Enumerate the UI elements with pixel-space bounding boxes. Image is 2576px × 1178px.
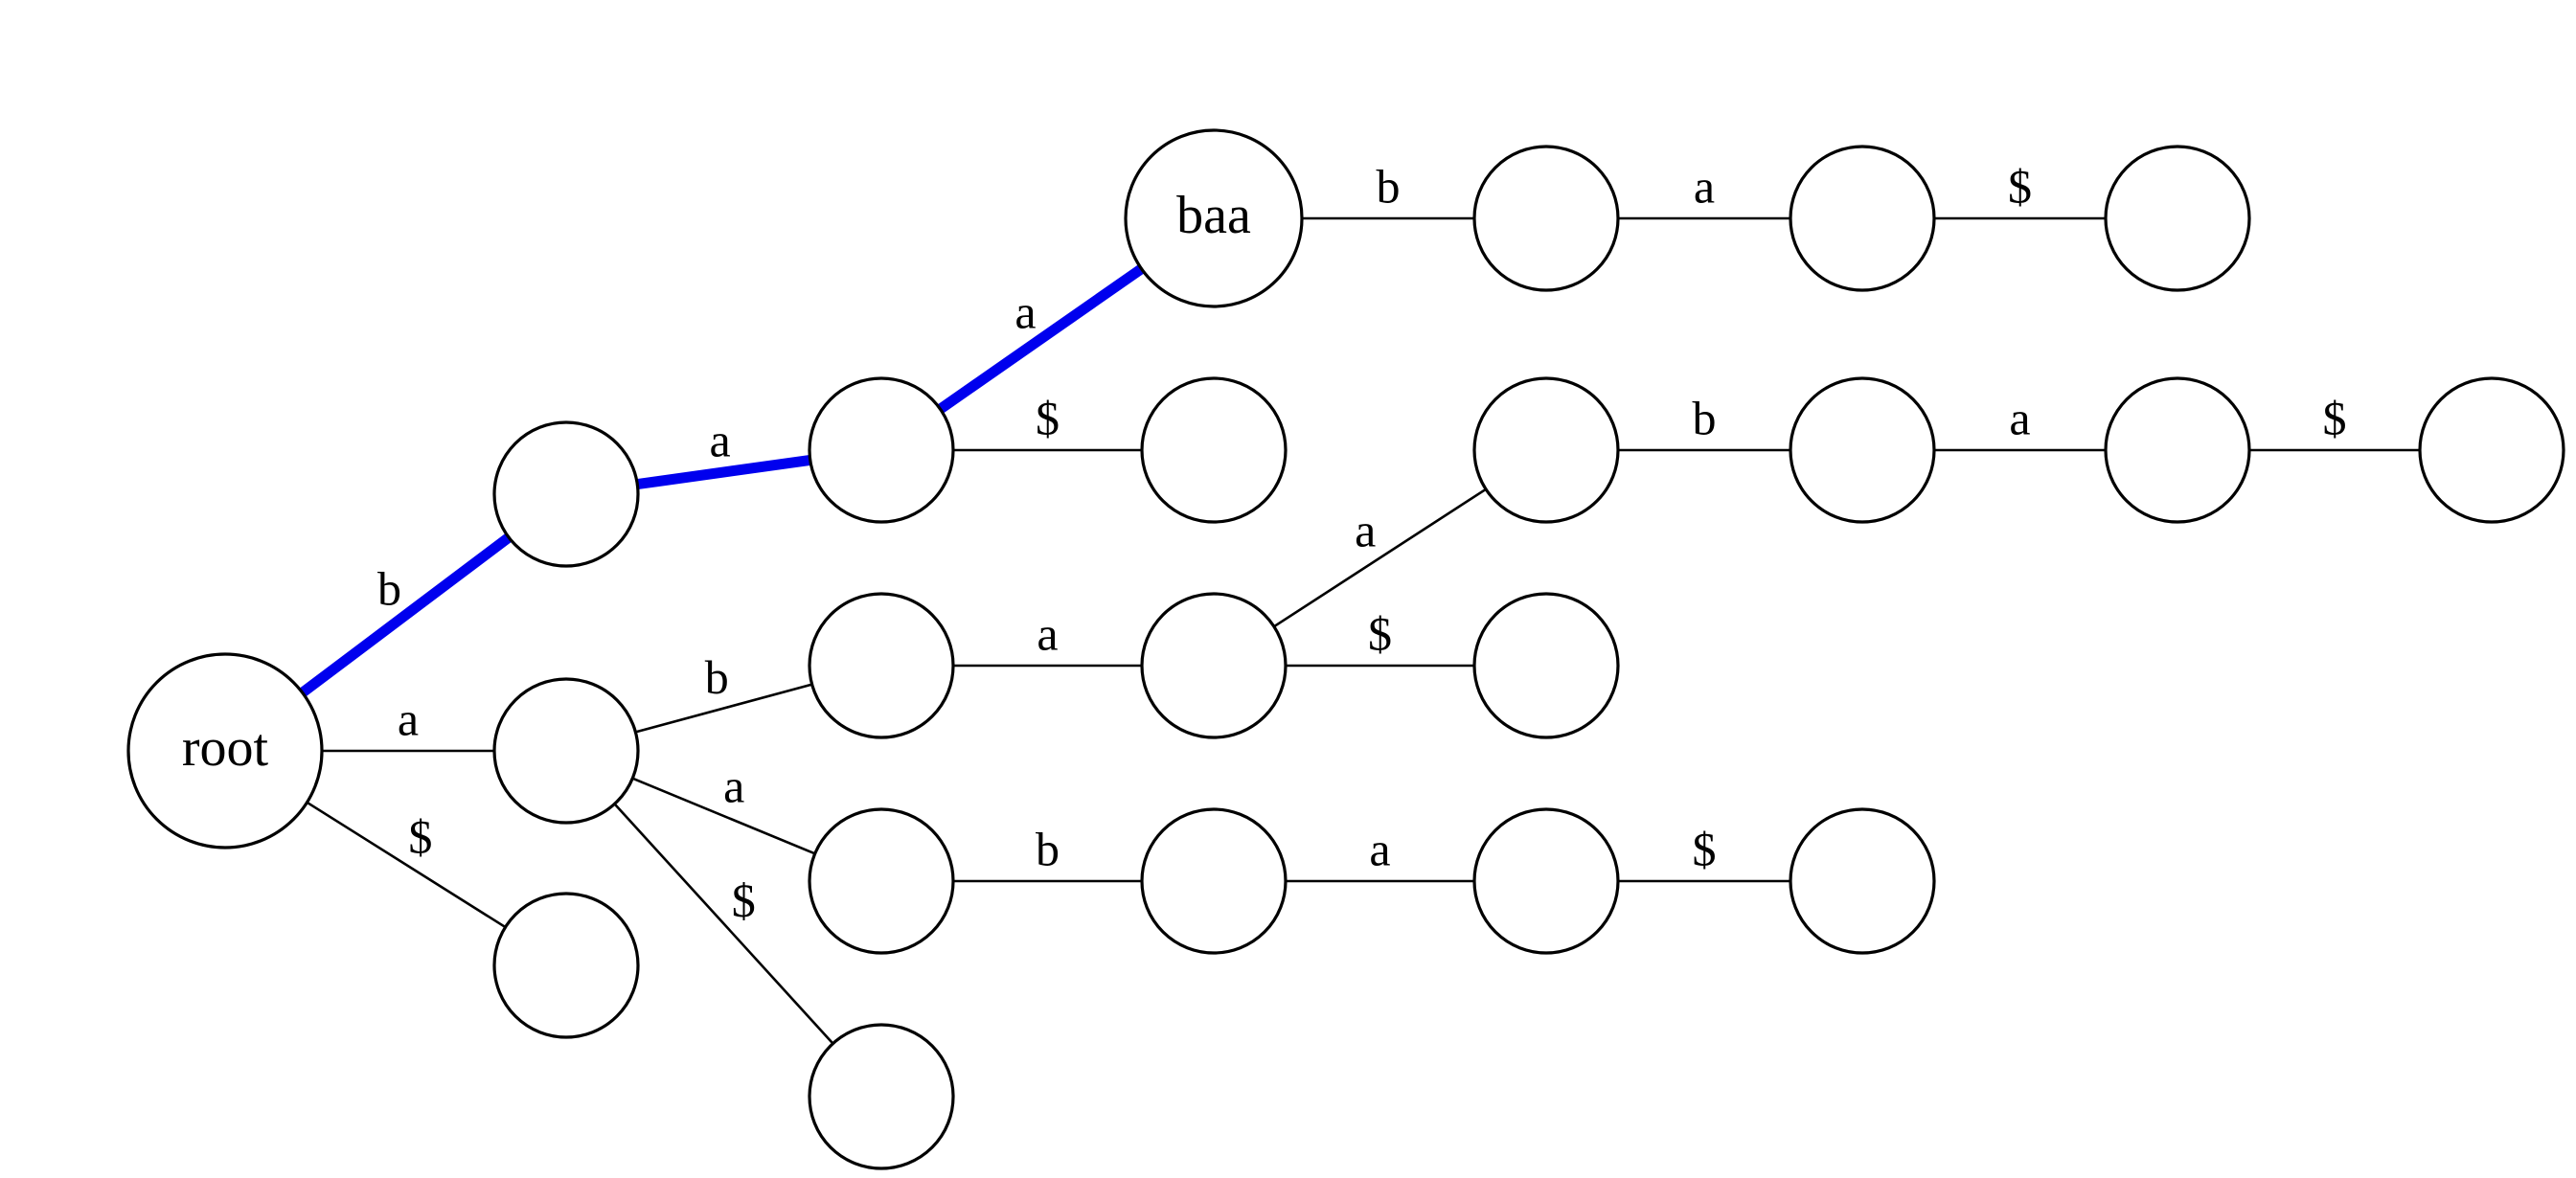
edge-label: $ <box>2008 159 2032 213</box>
edge-n-aba-to-n-abaa <box>1273 487 1487 628</box>
node-root <box>126 652 324 850</box>
edge-label: b <box>1036 822 1060 875</box>
node-n-abaa <box>1472 376 1620 524</box>
edge-label: a <box>1014 284 1036 338</box>
node-n-aabaend <box>1789 807 1936 955</box>
node-n-b <box>492 420 640 568</box>
node-label-root: root <box>182 718 269 778</box>
edge-n-b-to-n-ba <box>636 454 811 490</box>
node-baa <box>1124 128 1304 308</box>
node-n-a <box>492 677 640 825</box>
edge-layer <box>299 216 2420 1045</box>
node-n-ba <box>808 376 955 524</box>
node-n-aa <box>808 807 955 955</box>
edge-label: a <box>1355 503 1376 556</box>
node-n-baaba <box>1789 145 1936 292</box>
edge-label: $ <box>408 810 432 864</box>
edge-label: a <box>2009 391 2030 444</box>
edge-label: a <box>398 691 419 745</box>
node-n-abaend <box>1472 592 1620 739</box>
edge-label: b <box>377 561 401 615</box>
edge-n-a-to-n-aa <box>631 777 816 855</box>
edge-label: a <box>1369 822 1390 875</box>
node-n-ab <box>808 592 955 739</box>
node-n-baabaend <box>2104 145 2251 292</box>
edge-label: $ <box>1368 606 1392 660</box>
edge-n-a-to-n-aend <box>613 803 834 1045</box>
edge-label: a <box>1037 606 1058 660</box>
node-n-aba <box>1140 592 1288 739</box>
node-n-abaabaend <box>2418 376 2565 524</box>
node-n-abaab <box>1789 376 1936 524</box>
edge-root-to-n-b <box>299 532 513 697</box>
edge-label: a <box>723 759 744 813</box>
node-n-aab <box>1140 807 1288 955</box>
edge-label: $ <box>1036 391 1060 444</box>
node-label-baa: baa <box>1176 186 1251 245</box>
edge-n-a-to-n-ab <box>635 683 812 734</box>
node-n-baend <box>1140 376 1288 524</box>
edge-root-to-n-end <box>306 801 507 929</box>
node-n-end <box>492 892 640 1039</box>
edge-label: a <box>1694 159 1715 213</box>
edge-label: $ <box>2323 391 2347 444</box>
node-n-aaba <box>1472 807 1620 955</box>
edge-label: $ <box>732 873 756 927</box>
edge-label: b <box>705 650 729 704</box>
edge-label: b <box>1377 159 1401 213</box>
edge-label: a <box>710 414 731 467</box>
node-n-baab <box>1472 145 1620 292</box>
node-n-abaaba <box>2104 376 2251 524</box>
edge-n-ba-to-baa <box>937 264 1145 414</box>
node-n-aend <box>808 1023 955 1170</box>
edge-label: b <box>1693 391 1717 444</box>
edge-label: $ <box>1693 822 1717 875</box>
